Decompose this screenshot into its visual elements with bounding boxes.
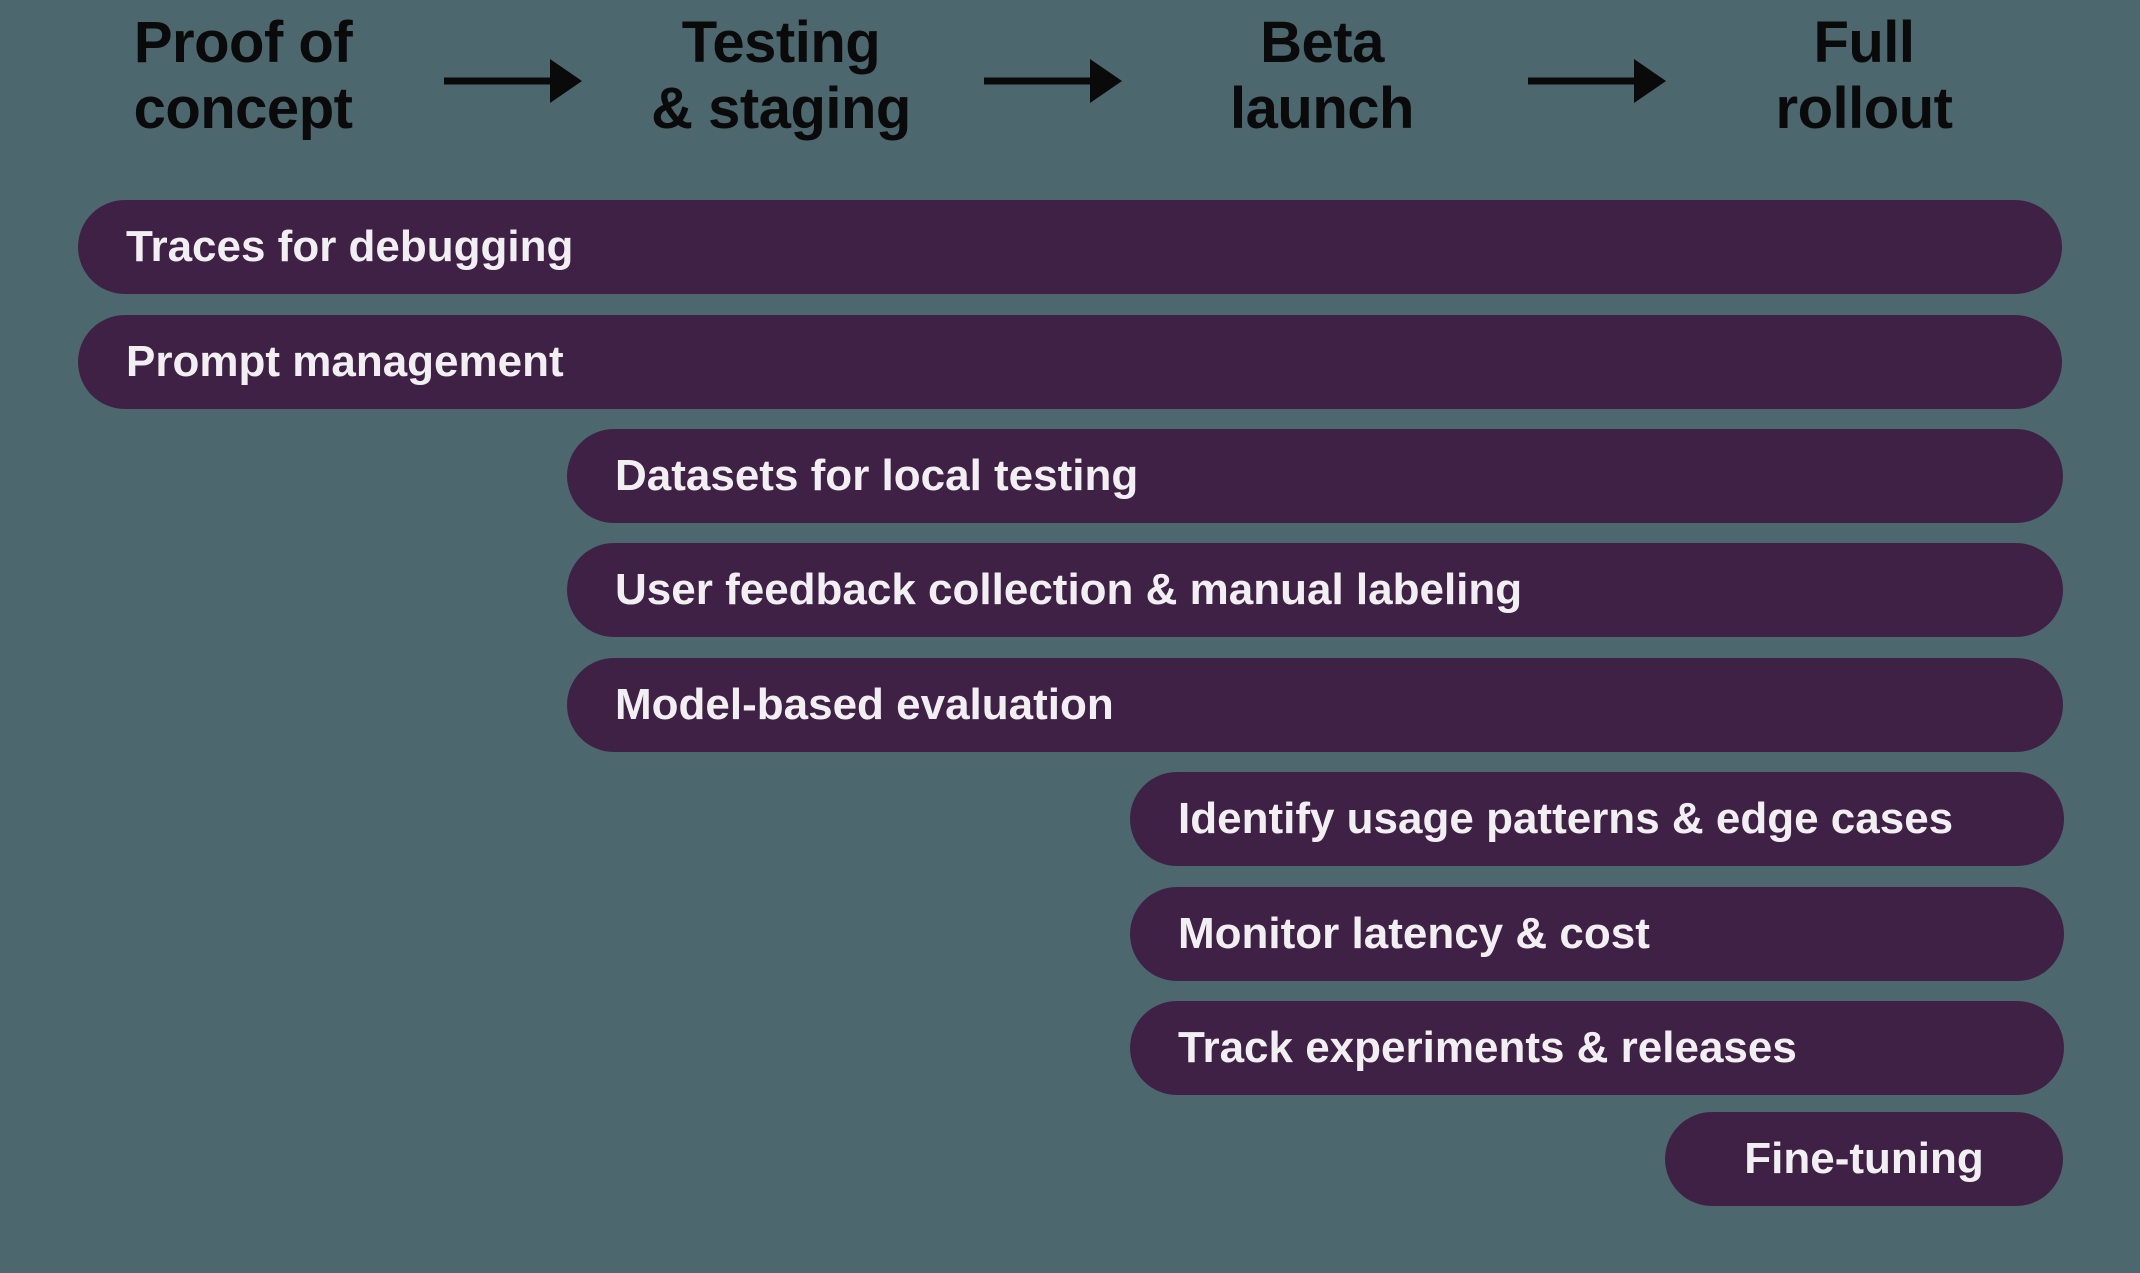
phase-header-full-rollout: Full rollout	[1604, 10, 2124, 142]
bar-label: User feedback collection & manual labeli…	[615, 565, 1523, 614]
phase-header-line: Beta	[1260, 10, 1384, 75]
bar-label: Prompt management	[126, 337, 564, 386]
phase-header-line: launch	[1230, 76, 1414, 141]
arrow-right-icon	[984, 59, 1122, 103]
arrow-right-icon	[444, 59, 582, 103]
bar-identify-usage-patterns: Identify usage patterns & edge cases	[1130, 772, 2064, 866]
bar-label: Traces for debugging	[126, 222, 574, 271]
phase-header-line: Testing	[681, 10, 881, 75]
bar-label: Track experiments & releases	[1178, 1023, 1797, 1072]
bar-label: Model-based evaluation	[615, 680, 1114, 729]
bar-user-feedback-collection: User feedback collection & manual labeli…	[567, 543, 2063, 637]
bar-label: Fine-tuning	[1744, 1134, 1984, 1183]
bar-prompt-management: Prompt management	[78, 315, 2062, 409]
bar-datasets-for-local-testing: Datasets for local testing	[567, 429, 2063, 523]
bar-traces-for-debugging: Traces for debugging	[78, 200, 2062, 294]
phase-header-testing-staging: Testing & staging	[521, 10, 1041, 142]
arrow-right-icon	[1528, 59, 1666, 103]
phase-header-line: Proof of	[133, 10, 353, 75]
bar-label: Identify usage patterns & edge cases	[1178, 794, 1954, 843]
bar-track-experiments-releases: Track experiments & releases	[1130, 1001, 2064, 1095]
phase-header-line: rollout	[1775, 76, 1953, 141]
phase-header-beta-launch: Beta launch	[1062, 10, 1582, 142]
bar-monitor-latency-cost: Monitor latency & cost	[1130, 887, 2064, 981]
bar-fine-tuning: Fine-tuning	[1665, 1112, 2063, 1206]
phase-header-line: Full	[1813, 10, 1915, 75]
phase-header-line: & staging	[651, 76, 911, 141]
phase-header-proof-of-concept: Proof of concept	[0, 10, 503, 142]
bar-label: Datasets for local testing	[615, 451, 1139, 500]
bar-label: Monitor latency & cost	[1178, 909, 1650, 958]
phase-header-line: concept	[133, 76, 353, 141]
bar-model-based-evaluation: Model-based evaluation	[567, 658, 2063, 752]
